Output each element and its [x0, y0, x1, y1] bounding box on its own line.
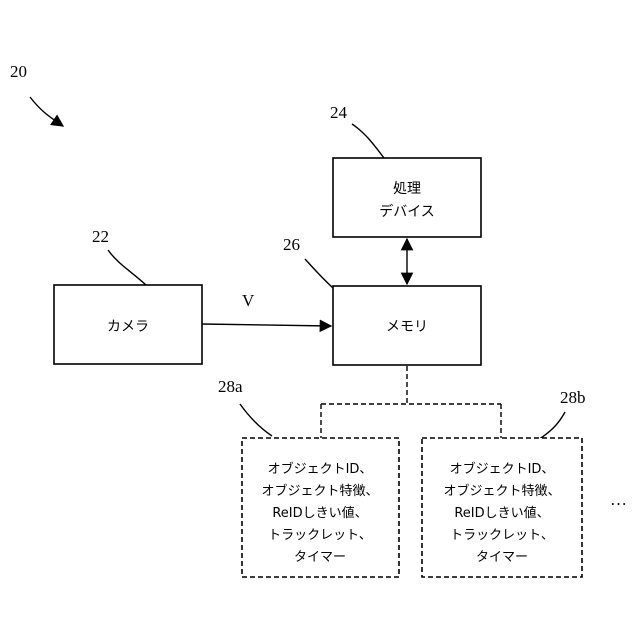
tracklet-b-line-2: オブジェクト特徴、: [443, 483, 560, 499]
camera-label: カメラ: [107, 319, 149, 335]
tracklet-b-line-4: トラックレット、: [450, 528, 554, 543]
tracklet-a-line-2: オブジェクト特徴、: [261, 483, 378, 499]
tracklet-a-line-4: トラックレット、: [268, 528, 372, 543]
processing-device-label-line1: 処理: [393, 181, 421, 197]
tracklet-a-line-5: タイマー: [294, 550, 346, 565]
video-signal-label: V: [242, 291, 255, 310]
tracklet-a-line-1: オブジェクトID、: [268, 461, 373, 477]
camera-memory-arrow: [202, 324, 331, 326]
tracklet-b-line-5: タイマー: [476, 550, 528, 565]
processing-device-ref: 24: [330, 103, 348, 122]
camera-ref: 22: [92, 227, 109, 246]
more-tracklets-ellipsis: …: [610, 490, 627, 509]
processing-device-leader: [352, 124, 384, 158]
camera-leader: [108, 250, 146, 285]
tracklet-a-ref: 28a: [218, 377, 243, 396]
tracklet-b-leader: [538, 412, 565, 440]
tracklet-b-line-3: ReIDしきい値、: [454, 505, 549, 521]
memory-ref: 26: [283, 235, 300, 254]
processing-device-box: [333, 158, 481, 237]
figure-ref-arrow: [30, 97, 63, 126]
figure-ref-label: 20: [10, 62, 27, 81]
processing-device-label-line2: デバイス: [379, 203, 435, 220]
tracklet-a-line-3: ReIDしきい値、: [272, 505, 367, 521]
memory-leader: [305, 259, 333, 288]
tracklet-b-line-1: オブジェクトID、: [450, 461, 555, 477]
memory-label: メモリ: [386, 319, 428, 335]
tracklet-b-ref: 28b: [560, 388, 586, 407]
tracklet-a-leader: [240, 404, 272, 436]
